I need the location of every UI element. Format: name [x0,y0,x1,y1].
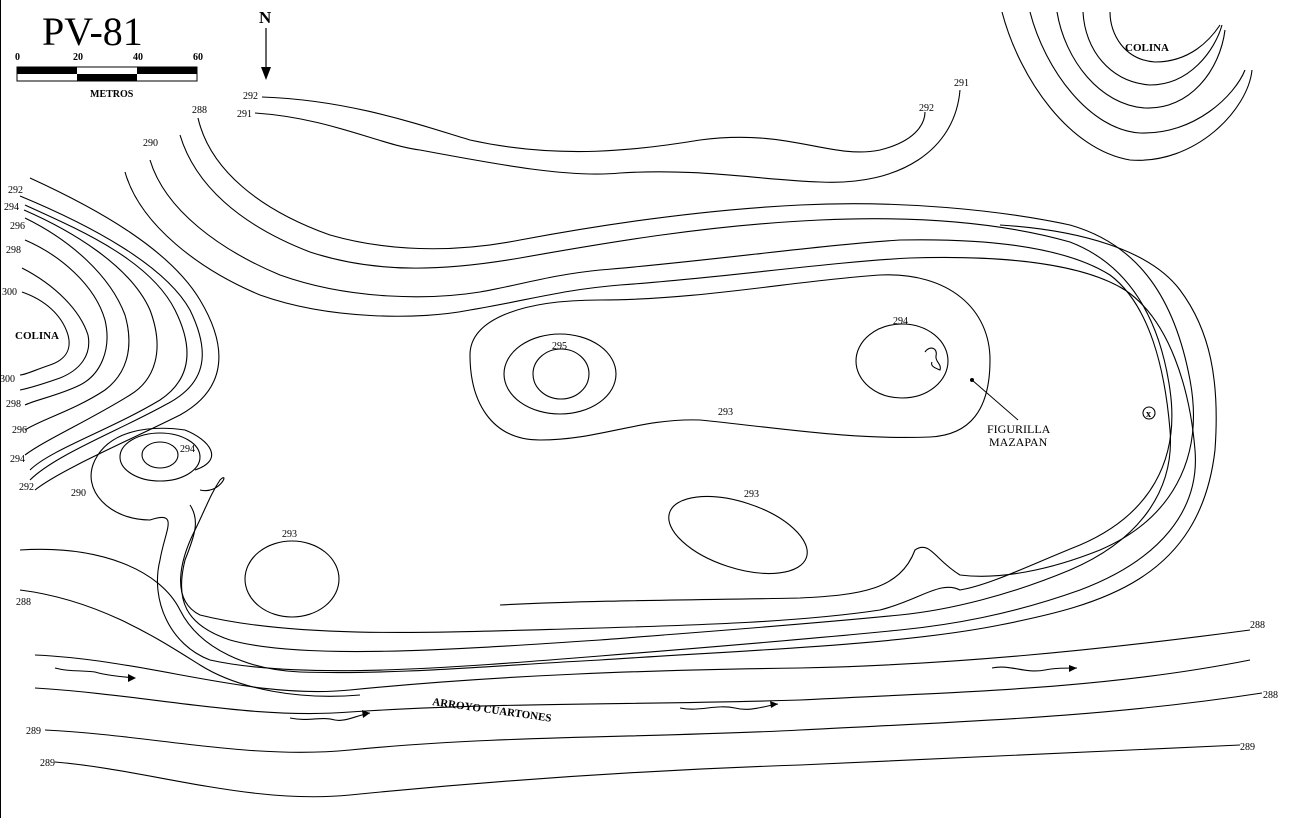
scale-tick: 60 [193,52,203,63]
contour-label: 289 [40,758,55,769]
contour-label: 288 [1263,690,1278,701]
contour-label: 292 [8,185,23,196]
north-arrow: N [259,8,272,80]
scale-tick: 20 [73,52,83,63]
contour-labels: 292 291 288 290 292 291 292 294 296 298 … [0,78,1278,769]
contour-label: 292 [19,482,34,493]
map-title: PV-81 [42,9,143,54]
contour-label: 292 [243,91,258,102]
colina-label: COLINA [1125,42,1169,54]
contour-label: 291 [954,78,969,89]
datum-marker: x [1142,406,1156,420]
contour-label: 290 [143,138,158,149]
contour-label: 296 [10,221,25,232]
scale-tick: 40 [133,52,143,63]
scale-tick: 0 [15,52,20,63]
contour-label: 298 [6,245,21,256]
contour-label: 293 [744,489,759,500]
contour-label: 294 [4,202,19,213]
contour-label: 290 [71,488,86,499]
contour-label: 300 [0,374,15,385]
stream-arrows [54,665,1078,721]
find-marker: FIGURILLA MAZAPAN [924,347,1051,449]
north-label: N [259,8,272,27]
mound-icon [924,347,941,371]
contour-label: 298 [6,399,21,410]
find-label-line2: MAZAPAN [989,435,1048,449]
arrow-down-icon [261,67,271,80]
contour-label: 293 [718,407,733,418]
contour-label: 293 [282,529,297,540]
contour-label: 294 [893,316,908,327]
find-label-line1: FIGURILLA [987,422,1051,436]
scale-unit: METROS [90,89,134,100]
contour-label: 295 [552,341,567,352]
contour-label: 296 [12,425,27,436]
contour-label: 294 [180,444,195,455]
contour-label: 288 [192,105,207,116]
contour-label: 300 [2,287,17,298]
contour-label: 294 [10,454,25,465]
contour-label: 288 [1250,620,1265,631]
contour-lines [19,11,1263,798]
scale-bar: 0 20 40 60 METROS [15,52,203,100]
contour-label: 291 [237,109,252,120]
contour-label: 288 [16,597,31,608]
contour-label: 289 [1240,742,1255,753]
contour-label: 292 [919,103,934,114]
colina-label: COLINA [15,330,59,342]
contour-label: 289 [26,726,41,737]
datum-symbol: x [1146,409,1151,420]
river-label: ARROYO CUARTONES [432,696,553,725]
